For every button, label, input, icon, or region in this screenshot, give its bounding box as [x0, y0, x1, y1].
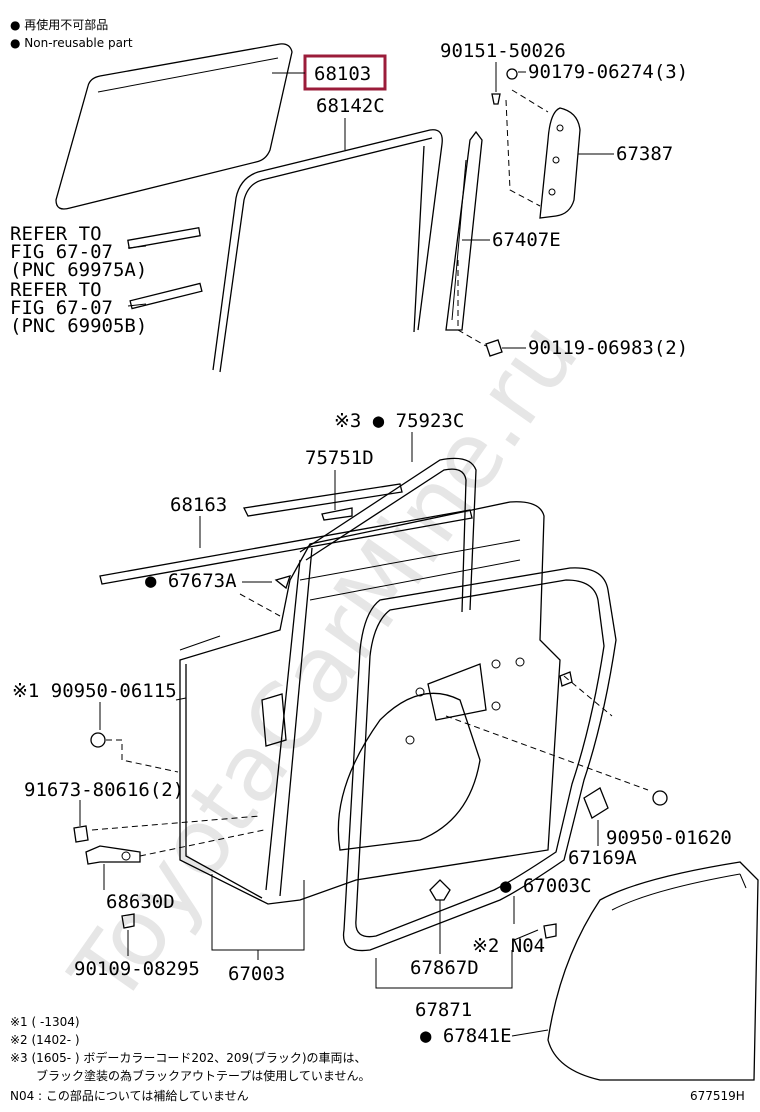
note-2: ※2 (1402- ) — [10, 1033, 80, 1047]
legend-line-2: ● Non-reusable part — [10, 36, 133, 50]
glass-run-68142C[interactable] — [212, 129, 443, 371]
label-68142C[interactable]: 68142C — [316, 95, 385, 117]
door-panel-67003[interactable] — [179, 501, 561, 905]
label-68630D[interactable]: 68630D — [106, 891, 175, 913]
refer-2-line-2: FIG 67-07 — [10, 297, 113, 319]
clip-90950-06115[interactable] — [90, 732, 106, 748]
label-90950-06115[interactable]: ※1 90950-06115 — [12, 680, 177, 702]
label-68163[interactable]: 68163 — [170, 494, 227, 516]
refer-2-line-1: REFER TO — [10, 279, 102, 301]
label-67407E[interactable]: 67407E — [492, 229, 561, 251]
label-90179[interactable]: 90179-06274(3) — [528, 61, 688, 83]
bolt-90109[interactable] — [121, 913, 135, 929]
label-67841E[interactable]: ● 67841E — [420, 1025, 512, 1047]
note-4: N04 : この部品については補給していません — [10, 1088, 249, 1103]
nut-90179[interactable] — [506, 68, 518, 80]
sash-tape-75923C[interactable] — [299, 457, 477, 613]
label-67871[interactable]: 67871 — [415, 999, 472, 1021]
refer-1-line-1: REFER TO — [10, 223, 102, 245]
garnish-67387[interactable] — [539, 107, 581, 219]
moulding-75751D[interactable] — [243, 483, 403, 517]
clip-67673A[interactable] — [274, 575, 292, 590]
note-3: ※3 (1605- ) ボデーカラーコード202、209(ブラック)の車両は、 — [10, 1050, 367, 1065]
weatherstrip-69975A[interactable] — [127, 227, 201, 249]
refer-2-line-3: (PNC 69905B) — [10, 315, 147, 337]
refer-1-line-2: FIG 67-07 — [10, 241, 113, 263]
label-67387[interactable]: 67387 — [616, 143, 673, 165]
check-68630D[interactable] — [85, 845, 141, 865]
channel-67407E[interactable] — [445, 130, 483, 331]
weatherstrip-69905B[interactable] — [129, 282, 203, 310]
screw-90151[interactable] — [491, 93, 501, 105]
label-90109[interactable]: 90109-08295 — [74, 958, 200, 980]
label-90950-01620[interactable]: 90950-01620 — [606, 827, 732, 849]
label-91673[interactable]: 91673-80616(2) — [24, 779, 184, 801]
label-75923C[interactable]: ※3 ● 75923C — [334, 410, 464, 432]
bolt-90119[interactable] — [485, 339, 503, 357]
figure-code: 677519H — [690, 1089, 745, 1103]
pad-67169A[interactable] — [583, 787, 609, 819]
clip-75751D[interactable] — [321, 507, 353, 521]
label-90119[interactable]: 90119-06983(2) — [528, 337, 688, 359]
label-67169A[interactable]: 67169A — [568, 847, 637, 869]
hole-cover-67841E[interactable] — [547, 861, 759, 1081]
weatherstrip-67871[interactable] — [342, 567, 617, 952]
note-1: ※1 ( -1304) — [10, 1015, 80, 1029]
refer-1-line-3: (PNC 69975A) — [10, 259, 147, 281]
label-75751D[interactable]: 75751D — [305, 447, 374, 469]
label-67003[interactable]: 67003 — [228, 963, 285, 985]
label-67003C[interactable]: ● 67003C — [500, 875, 592, 897]
clip-90950-01620[interactable] — [652, 790, 668, 806]
label-67867D[interactable]: 67867D — [410, 957, 479, 979]
plug-67003C[interactable] — [543, 923, 557, 939]
door-glass-68103[interactable] — [55, 43, 293, 210]
label-90151[interactable]: 90151-50026 — [440, 40, 566, 62]
bolt-91673[interactable] — [73, 825, 89, 843]
label-67673A[interactable]: ● 67673A — [145, 570, 237, 592]
weatherstrip-68163[interactable] — [99, 509, 473, 585]
label-68103[interactable]: 68103 — [314, 63, 371, 85]
label-N04[interactable]: ※2 N04 — [472, 935, 545, 957]
legend-line-1: ● 再使用不可部品 — [10, 17, 108, 32]
note-3b: ブラック塗装の為ブラックアウトテープは使用していません。 — [36, 1068, 371, 1083]
clip-67867D[interactable] — [429, 879, 451, 901]
